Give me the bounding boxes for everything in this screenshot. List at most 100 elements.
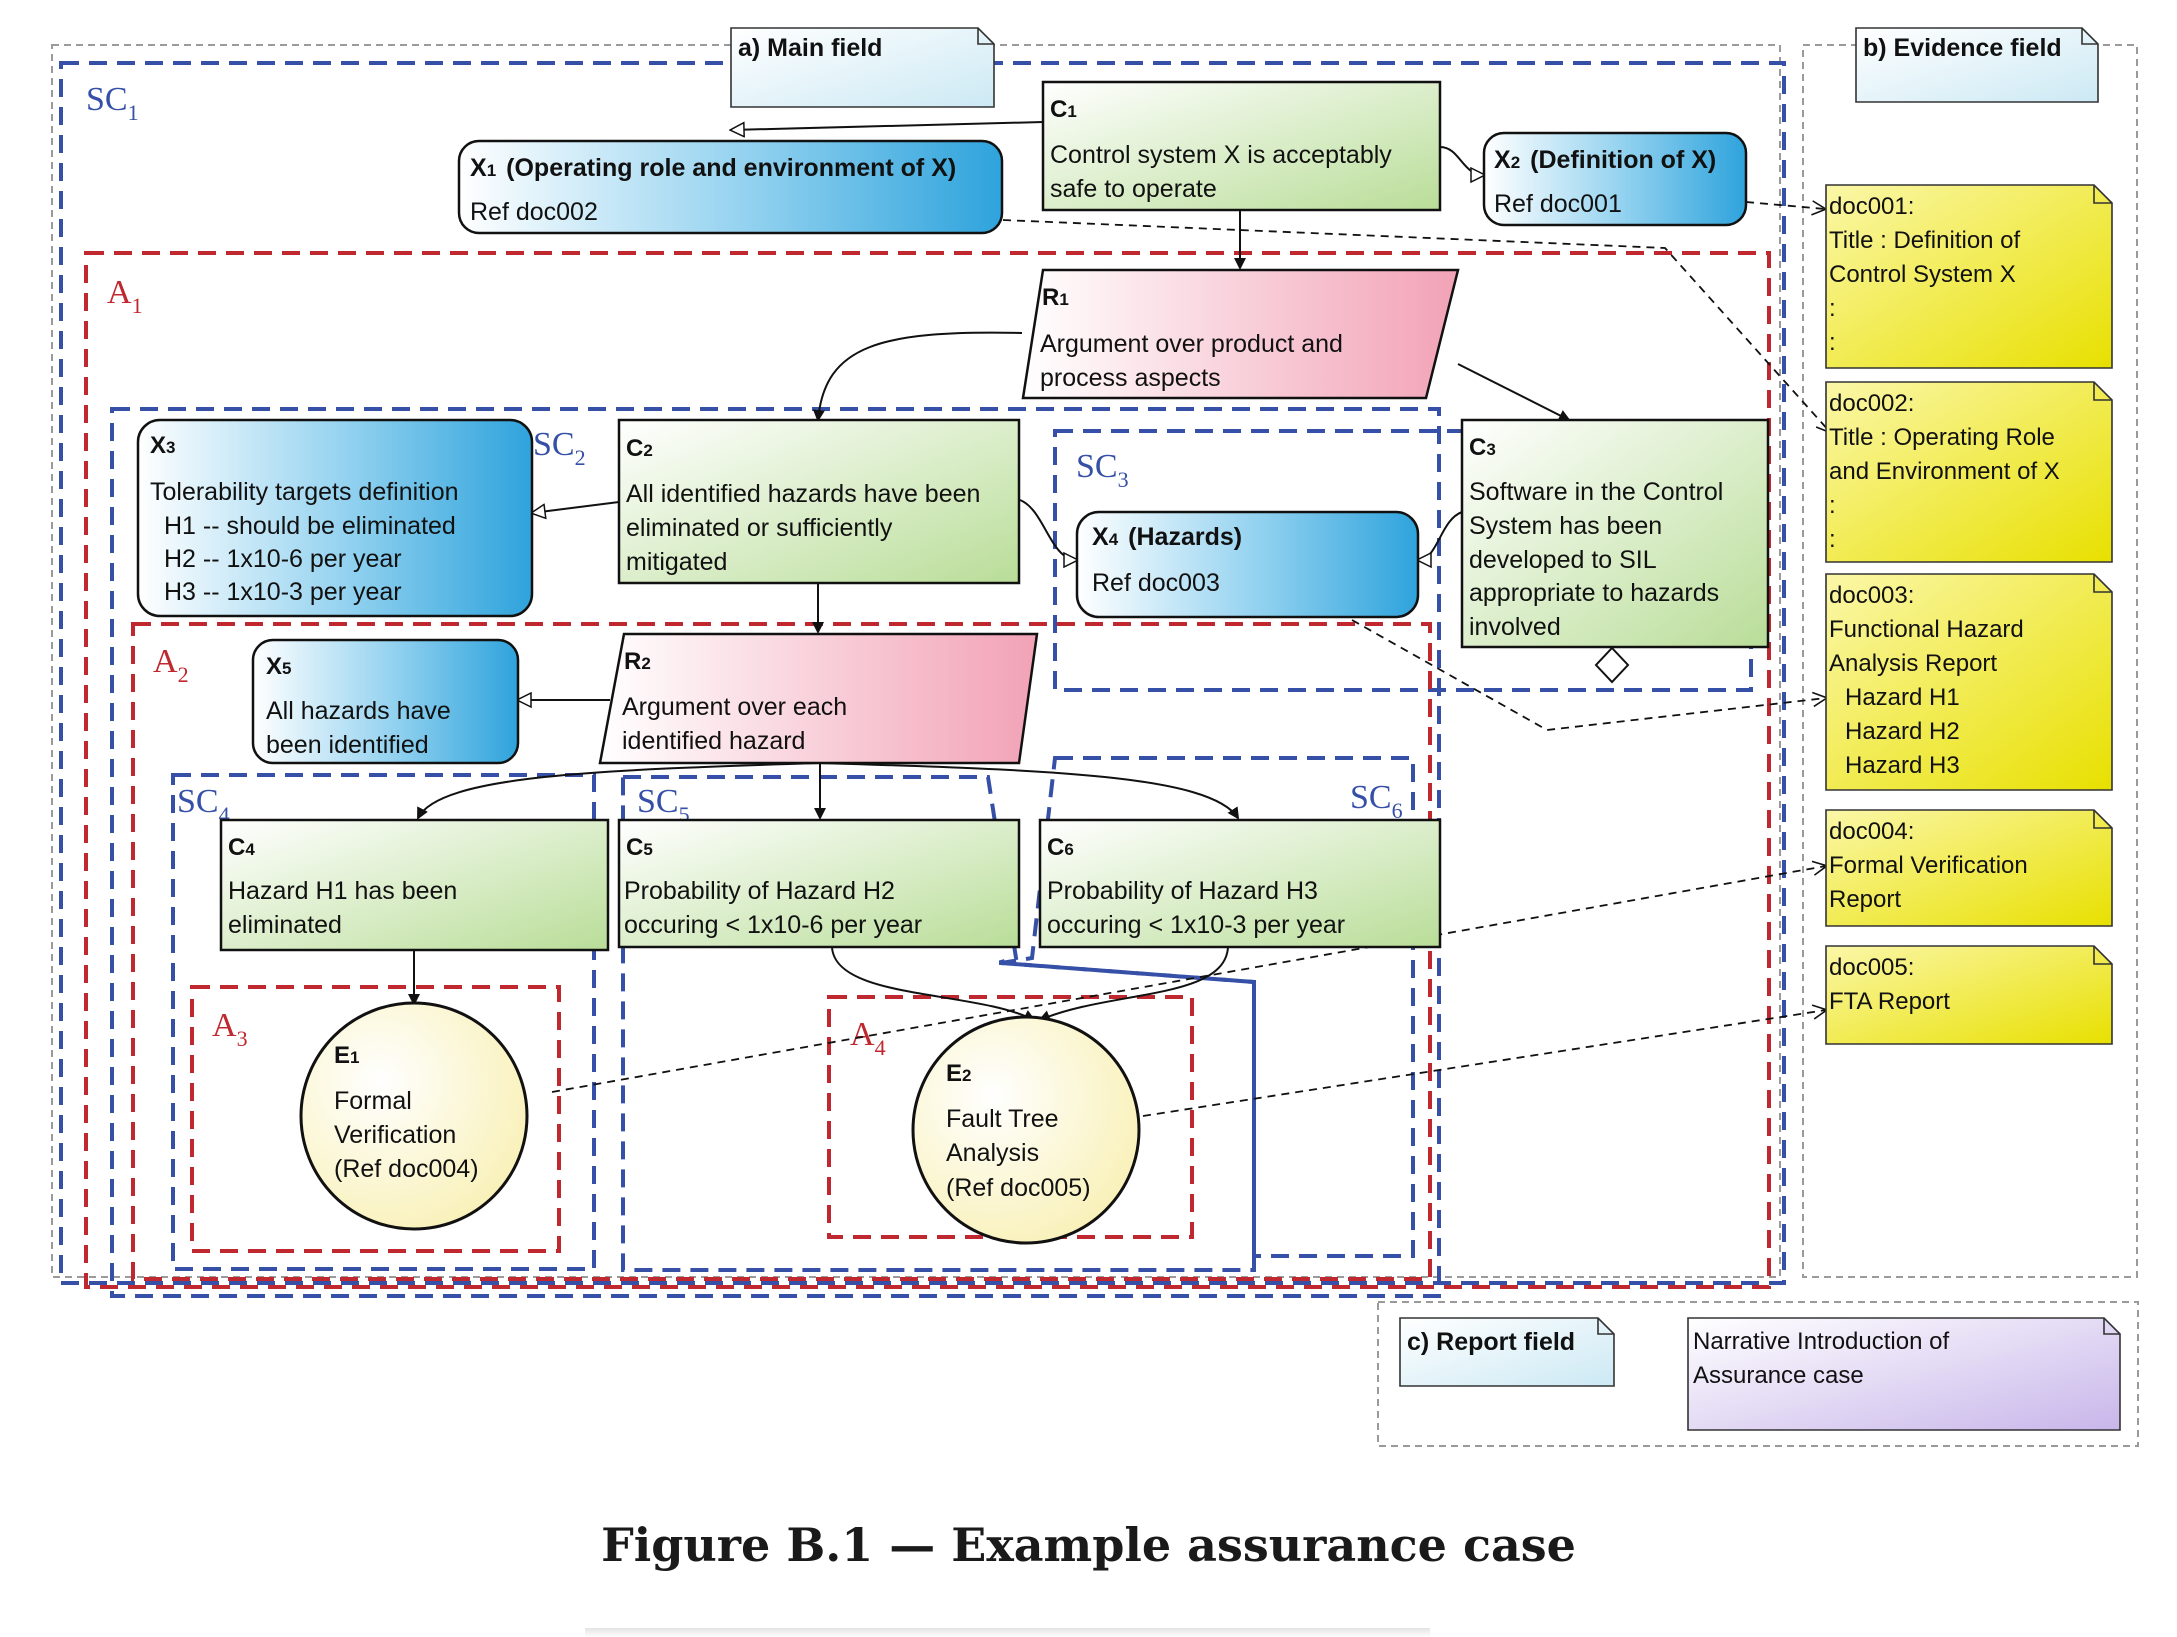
ref-x1-doc002 <box>1002 219 1830 432</box>
svg-text:(Ref doc004): (Ref doc004) <box>334 1155 479 1183</box>
goal-c4: C4 Hazard H1 has been eliminated <box>219 818 610 952</box>
svg-text:X5: X5 <box>266 653 291 680</box>
svg-text:identified hazard: identified hazard <box>622 727 805 755</box>
region-sc1 <box>59 61 1786 1285</box>
svg-text:Ref doc001: Ref doc001 <box>1494 190 1622 218</box>
svg-text:eliminated or sufficiently: eliminated or sufficiently <box>626 514 893 542</box>
svg-text:R2: R2 <box>624 648 651 675</box>
svg-text:X4(Hazards): X4(Hazards) <box>1092 523 1242 551</box>
context-x2: X2(Definition of X) Ref doc001 <box>1482 131 1748 227</box>
goal-c2: C2 All identified hazards have been elim… <box>617 418 1021 585</box>
svg-text:mitigated: mitigated <box>626 548 727 576</box>
svg-text:occuring < 1x10-3 per year: occuring < 1x10-3 per year <box>1047 911 1345 939</box>
region-a3 <box>190 985 561 1253</box>
svg-text:Functional Hazard: Functional Hazard <box>1829 616 2024 643</box>
edge-r1-c3 <box>1457 363 1571 421</box>
goal-c6: C6 Probability of Hazard H3 occuring < 1… <box>1038 818 1442 949</box>
label-a2: A2 <box>153 643 189 687</box>
svg-text:process aspects: process aspects <box>1040 364 1221 392</box>
region-sc6 <box>1000 756 1415 1258</box>
svg-text:Ref doc003: Ref doc003 <box>1092 569 1220 597</box>
svg-text:Title : Definition of: Title : Definition of <box>1829 227 2021 254</box>
svg-text:H2 -- 1x10-6 per year: H2 -- 1x10-6 per year <box>164 545 402 573</box>
strategy-r1: R1 Argument over product and process asp… <box>1021 268 1460 400</box>
edge-r2-c6 <box>819 762 1240 820</box>
document-doc002: doc002: Title : Operating Role and Envir… <box>1825 381 2113 563</box>
evidence-e2: E2 Fault Tree Analysis (Ref doc005) <box>911 1015 1141 1245</box>
evidence-e1: E1 Formal Verification (Ref doc004) <box>299 1001 529 1231</box>
svg-text:Report: Report <box>1829 886 1901 913</box>
svg-text:doc005:: doc005: <box>1829 954 1914 981</box>
report-field-frame <box>1377 1301 2139 1447</box>
svg-text:Probability of Hazard H3: Probability of Hazard H3 <box>1047 877 1318 905</box>
context-x5: X5 All hazards have been identified <box>251 638 520 765</box>
svg-text:doc003:: doc003: <box>1829 582 1914 609</box>
context-x3: X3 Tolerability targets definition H1 --… <box>136 418 534 618</box>
svg-text:System has been: System has been <box>1469 512 1662 540</box>
svg-text:Formal: Formal <box>334 1087 412 1115</box>
svg-text::: : <box>1829 329 1836 356</box>
svg-text:doc004:: doc004: <box>1829 818 1914 845</box>
svg-text:Hazard H1: Hazard H1 <box>1845 684 1960 711</box>
svg-text:C4: C4 <box>228 834 255 861</box>
figure-caption: Figure B.1 — Example assurance case <box>601 1518 1576 1572</box>
document-doc004: doc004: Formal Verification Report <box>1825 809 2113 927</box>
svg-text:X1(Operating role and environm: X1(Operating role and environment of X) <box>470 154 956 182</box>
svg-text:Control system X is acceptably: Control system X is acceptably <box>1050 141 1392 169</box>
edge-c6-e2 <box>1038 946 1229 1022</box>
svg-text:eliminated: eliminated <box>228 911 342 939</box>
svg-text:Hazard H1 has been: Hazard H1 has been <box>228 877 457 905</box>
svg-text:Narrative Introduction of: Narrative Introduction of <box>1693 1328 1949 1355</box>
svg-text:Argument over product and: Argument over product and <box>1040 330 1343 358</box>
svg-text:C1: C1 <box>1050 96 1077 123</box>
svg-text:appropriate to hazards: appropriate to hazards <box>1469 579 1719 607</box>
svg-text:Ref doc002: Ref doc002 <box>470 198 598 226</box>
svg-text::: : <box>1829 492 1836 519</box>
context-x4: X4(Hazards) Ref doc003 <box>1075 510 1420 619</box>
svg-text:Control System X: Control System X <box>1829 261 2016 288</box>
label-sc5: SC5 <box>637 783 690 827</box>
svg-text:Tolerability targets definitio: Tolerability targets definition <box>150 478 459 506</box>
edge-r2-c4 <box>417 762 821 820</box>
region-a2 <box>131 622 1432 1281</box>
svg-text:Fault Tree: Fault Tree <box>946 1105 1059 1133</box>
report-field-note: c) Report field <box>1399 1317 1615 1387</box>
edge-c1-x2 <box>1439 146 1484 175</box>
ref-x4-doc003 <box>1351 619 1826 731</box>
svg-text:and Environment of X: and Environment of X <box>1829 458 2060 485</box>
edge-c1-field <box>731 121 1044 130</box>
svg-text:H1 -- should be eliminated: H1 -- should be eliminated <box>164 512 456 540</box>
document-doc003: doc003: Functional Hazard Analysis Repor… <box>1825 573 2113 791</box>
strategy-r2: R2 Argument over each identified hazard <box>598 632 1039 765</box>
label-a1: A1 <box>107 274 143 318</box>
svg-text::: : <box>1829 526 1836 553</box>
svg-text:(Ref doc005): (Ref doc005) <box>946 1174 1091 1202</box>
document-doc001: doc001: Title : Definition of Control Sy… <box>1825 184 2113 369</box>
svg-text:b) Evidence field: b) Evidence field <box>1863 34 2062 62</box>
svg-text:C5: C5 <box>626 834 653 861</box>
goal-c1: C1 Control system X is acceptably safe t… <box>1041 80 1442 212</box>
goal-c5: C5 Probability of Hazard H2 occuring < 1… <box>617 818 1021 949</box>
svg-text:Title : Operating Role: Title : Operating Role <box>1829 424 2055 451</box>
svg-text:developed to SIL: developed to SIL <box>1469 546 1657 574</box>
label-a4: A4 <box>850 1016 886 1060</box>
svg-text:X2(Definition of X): X2(Definition of X) <box>1494 146 1716 174</box>
evidence-field-frame <box>1802 44 2138 1278</box>
svg-text:c) Report field: c) Report field <box>1407 1328 1575 1356</box>
edge-c2-x3 <box>532 501 620 513</box>
report-narrative-note: Narrative Introduction of Assurance case <box>1687 1317 2121 1431</box>
evidence-field-note: b) Evidence field <box>1855 27 2099 103</box>
svg-text:E2: E2 <box>946 1060 971 1087</box>
svg-text:Hazard H2: Hazard H2 <box>1845 718 1960 745</box>
svg-text:Hazard H3: Hazard H3 <box>1845 752 1960 779</box>
edge-c2-x4 <box>1019 499 1077 560</box>
label-sc2: SC2 <box>533 426 586 470</box>
svg-text:X3: X3 <box>150 432 175 459</box>
svg-text:E1: E1 <box>334 1042 359 1069</box>
context-x1: X1(Operating role and environment of X) … <box>457 139 1004 235</box>
svg-text:a) Main field: a) Main field <box>738 34 882 62</box>
svg-text:H3 -- 1x10-3 per year: H3 -- 1x10-3 per year <box>164 578 402 606</box>
svg-text:FTA Report: FTA Report <box>1829 988 1950 1015</box>
svg-text:Software in the Control: Software in the Control <box>1469 478 1723 506</box>
